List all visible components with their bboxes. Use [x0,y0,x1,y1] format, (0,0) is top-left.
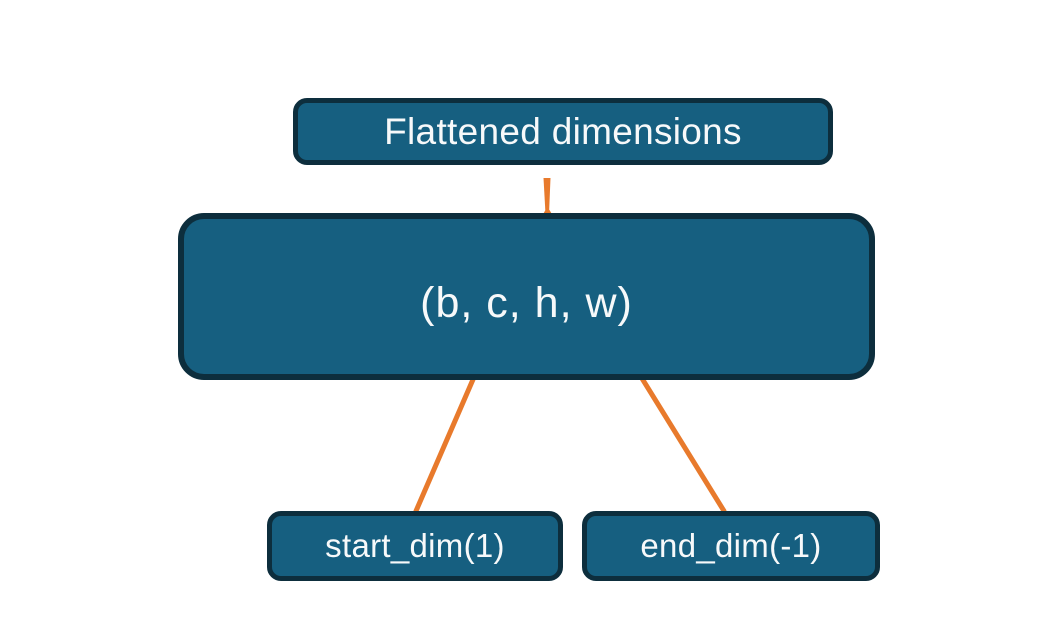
node-tensor-shape: (b, c, h, w) [178,213,875,380]
node-end-dim: end_dim(-1) [582,511,880,581]
end-dim-label: end_dim(-1) [640,527,822,564]
flattened-dimensions-label: Flattened dimensions [384,110,742,152]
brace-stem-icon [543,178,551,214]
node-flattened-dimensions: Flattened dimensions [293,98,833,165]
start-dim-label: start_dim(1) [325,527,505,564]
tensor-shape-label: (b, c, h, w) [420,279,633,327]
node-start-dim: start_dim(1) [267,511,563,581]
